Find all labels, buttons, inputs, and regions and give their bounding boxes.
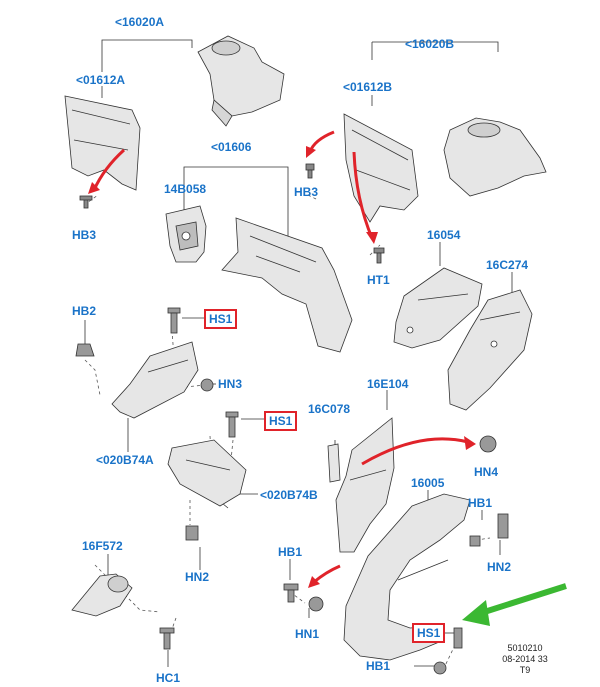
part-16c078 — [327, 443, 341, 483]
label-16c274: 16C274 — [486, 258, 529, 272]
label-14b058: 14B058 — [164, 182, 207, 196]
label-hs1-mid: HS1 — [264, 411, 298, 431]
part-01612b — [343, 113, 419, 223]
label-hn3: HN3 — [218, 377, 243, 391]
fasteners — [75, 163, 509, 675]
label-020b74b: <020B74B — [260, 488, 318, 502]
label-16020a: <16020A — [115, 15, 165, 29]
label-hb2: HB2 — [72, 304, 97, 318]
label-16f572: 16F572 — [82, 539, 123, 553]
label-ht1: HT1 — [367, 273, 390, 287]
part-16020a — [197, 35, 285, 127]
part-16f572 — [71, 573, 133, 617]
part-01612a — [64, 95, 141, 191]
part-14b058 — [165, 205, 207, 263]
label-hs1-bottom: HS1 — [412, 623, 446, 643]
label-01612a: <01612A — [76, 73, 126, 87]
part-020b74b — [167, 439, 247, 507]
label-hs1-top: HS1 — [204, 309, 238, 329]
reference-line-2: 08-2014 33 — [502, 654, 548, 664]
label-hn4: HN4 — [474, 465, 499, 479]
reference-code: 5010210 08-2014 33 T9 — [495, 643, 555, 676]
label-16e104: 16E104 — [367, 377, 409, 391]
label-hb1-right: HB1 — [468, 496, 493, 510]
label-01612b: <01612B — [343, 80, 393, 94]
label-020b74a: <020B74A — [96, 453, 154, 467]
label-hb1-bottom: HB1 — [366, 659, 391, 673]
part-16e104 — [335, 417, 395, 553]
label-16c078: 16C078 — [308, 402, 351, 416]
label-hb3-right: HB3 — [294, 185, 319, 199]
label-16020b: <16020B — [405, 37, 455, 51]
label-hb3-left: HB3 — [72, 228, 97, 242]
part-020b74a — [111, 341, 199, 419]
label-16054: 16054 — [427, 228, 461, 242]
red-arrowheads — [88, 146, 476, 588]
red-arrows — [92, 130, 469, 584]
green-arrow — [462, 583, 567, 626]
part-16054 — [393, 267, 483, 349]
label-hb1-mid: HB1 — [278, 545, 303, 559]
part-01606 — [221, 217, 353, 353]
label-16005: 16005 — [411, 476, 445, 490]
label-hn2-right: HN2 — [487, 560, 512, 574]
label-01606: <01606 — [211, 140, 252, 154]
part-16020b — [443, 117, 547, 197]
reference-line-3: T9 — [519, 665, 531, 675]
label-hn1: HN1 — [295, 627, 320, 641]
label-hc1: HC1 — [156, 671, 181, 685]
part-16c274 — [447, 289, 533, 411]
reference-line-1: 5010210 — [507, 643, 543, 653]
label-hn2-left: HN2 — [185, 570, 210, 584]
leader-lines — [84, 39, 513, 667]
